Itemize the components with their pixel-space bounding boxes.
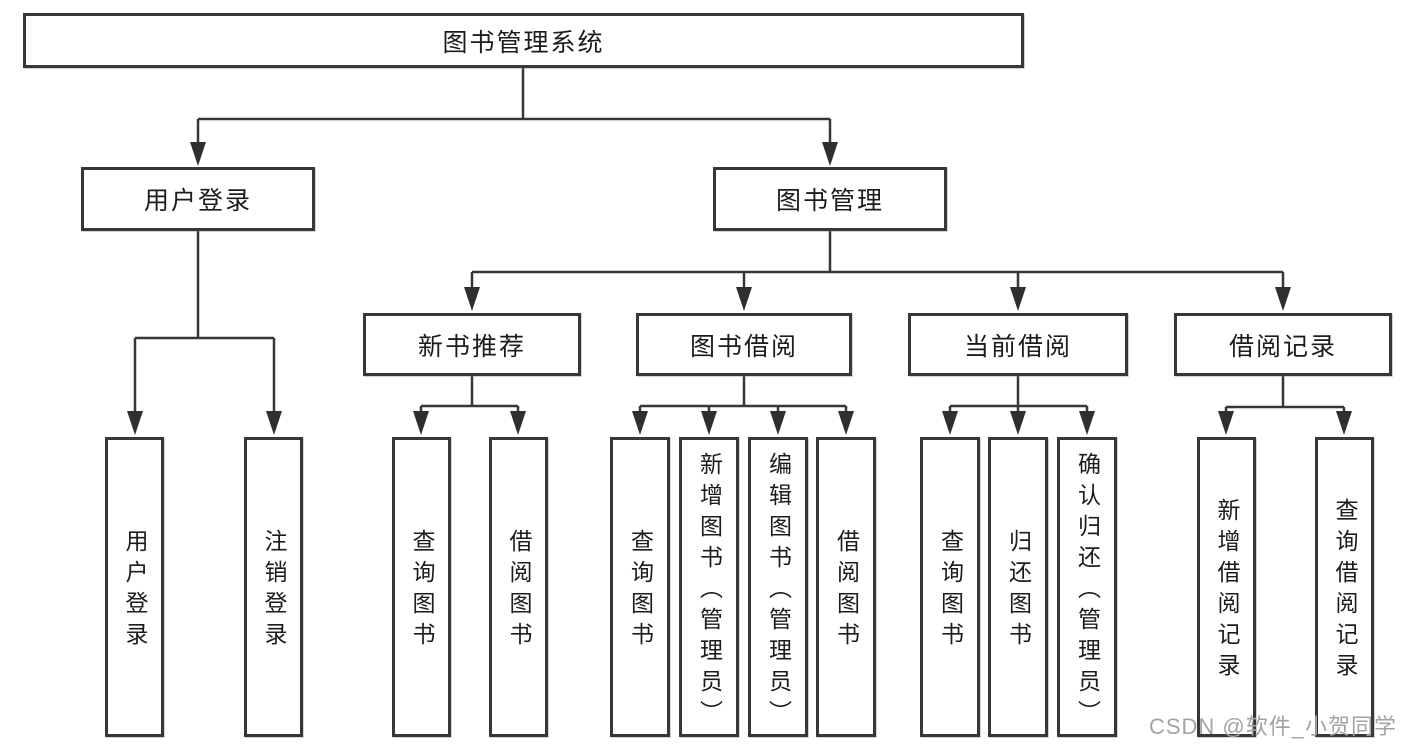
- node-current-borrow: 当前借阅: [908, 313, 1128, 376]
- node-book-management-label: 图书管理: [775, 187, 884, 215]
- leaf-borrow-borrow-book-label: 借阅图书: [833, 529, 860, 653]
- leaf-newbook-query-book: 查询图书: [392, 437, 451, 737]
- leaf-user-login: 用户登录: [105, 437, 164, 737]
- leaf-records-add-record-label: 新增借阅记录: [1214, 498, 1240, 684]
- connector-current-borrow-split: [948, 376, 1089, 414]
- leaf-borrow-query-book-label: 查询图书: [627, 529, 654, 653]
- node-borrow-records: 借阅记录: [1174, 313, 1392, 376]
- leaf-borrow-edit-book-admin: 编辑图书（管理员）: [748, 437, 808, 737]
- connector-root-split: [196, 68, 832, 145]
- leaf-borrow-borrow-book: 借阅图书: [816, 437, 876, 737]
- node-book-borrow-label: 图书借阅: [689, 332, 798, 361]
- node-user-login: 用户登录: [81, 167, 315, 231]
- leaf-logout-label: 注销登录: [261, 529, 287, 653]
- node-new-book-recommend: 新书推荐: [363, 313, 581, 376]
- leaf-logout: 注销登录: [244, 437, 303, 737]
- node-borrow-records-label: 借阅记录: [1228, 332, 1337, 361]
- leaf-records-query-record-label: 查询借阅记录: [1332, 498, 1358, 684]
- leaf-borrow-add-book-admin: 新增图书（管理员）: [679, 437, 739, 737]
- leaf-newbook-borrow-book: 借阅图书: [489, 437, 548, 737]
- leaf-borrow-add-book-admin-label: 新增图书（管理员）: [696, 451, 723, 731]
- connector-borrow-records-split: [1224, 376, 1346, 414]
- connector-new-book-split: [419, 376, 520, 414]
- connector-user-login-split: [133, 231, 276, 414]
- node-current-borrow-label: 当前借阅: [963, 332, 1072, 361]
- leaf-current-query-book-label: 查询图书: [937, 529, 964, 653]
- connector-book-management-split: [470, 231, 1285, 290]
- leaf-current-return-book: 归还图书: [988, 437, 1048, 737]
- leaf-current-return-book-label: 归还图书: [1005, 529, 1032, 653]
- node-book-borrow: 图书借阅: [636, 313, 852, 376]
- node-library-management-system: 图书管理系统: [23, 13, 1024, 68]
- leaf-current-confirm-return-admin: 确认归还（管理员）: [1057, 437, 1117, 737]
- leaf-borrow-query-book: 查询图书: [610, 437, 670, 737]
- node-book-management: 图书管理: [713, 167, 947, 231]
- connector-book-borrow-split: [638, 376, 848, 414]
- leaf-newbook-borrow-book-label: 借阅图书: [506, 529, 532, 653]
- watermark: CSDN @软件_小贺同学: [1148, 714, 1397, 739]
- node-new-book-recommend-label: 新书推荐: [417, 332, 526, 361]
- leaf-records-add-record: 新增借阅记录: [1197, 437, 1256, 737]
- leaf-borrow-edit-book-admin-label: 编辑图书（管理员）: [765, 451, 792, 731]
- leaf-records-query-record: 查询借阅记录: [1315, 437, 1374, 737]
- node-library-management-system-label: 图书管理系统: [442, 28, 605, 57]
- leaf-current-confirm-return-admin-label: 确认归还（管理员）: [1074, 451, 1101, 731]
- node-user-login-label: 用户登录: [143, 187, 252, 215]
- leaf-user-login-label: 用户登录: [122, 529, 148, 653]
- leaf-newbook-query-book-label: 查询图书: [409, 529, 435, 653]
- leaf-current-query-book: 查询图书: [920, 437, 980, 737]
